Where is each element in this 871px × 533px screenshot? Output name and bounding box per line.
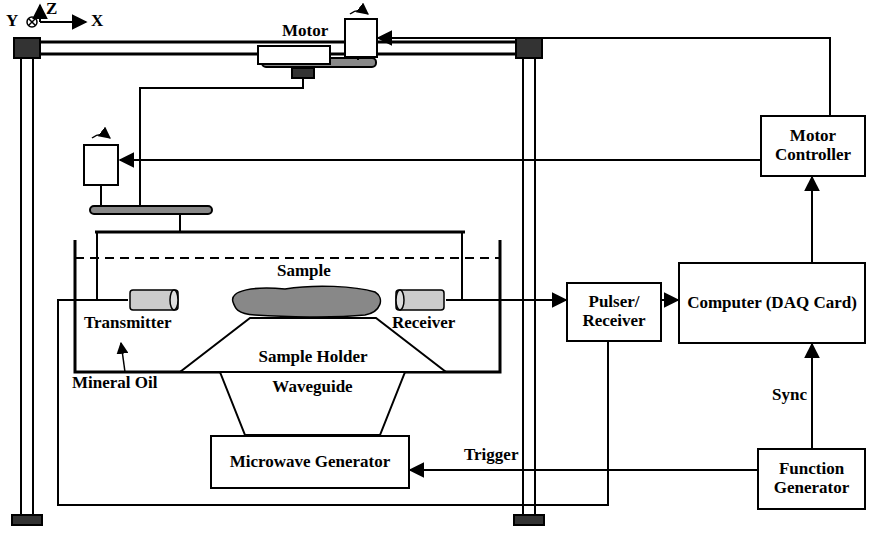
part-label: Transmitter (84, 314, 172, 333)
part-shape (225, 284, 385, 318)
part-shape (344, 18, 378, 58)
axis-label: Y (6, 12, 18, 31)
axis-label: Z (46, 0, 57, 19)
signal-line (811, 177, 813, 262)
scanner-stage (84, 11, 465, 301)
oil-tank (75, 240, 500, 372)
box-text: Pulser/ Receiver (574, 293, 654, 330)
part-shape (394, 288, 446, 312)
signal-line (378, 38, 830, 115)
signal-line (446, 299, 566, 301)
gantry-frame (12, 38, 544, 525)
apparatus-part: Transmitter (84, 288, 184, 338)
process-box: Motor Controller (760, 115, 866, 177)
process-box: Pulser/ Receiver (566, 282, 662, 342)
apparatus-part: Sample Holder (180, 318, 446, 372)
process-box: Microwave Generator (210, 435, 410, 489)
apparatus-part: Motor (282, 16, 378, 60)
box-text: Motor Controller (768, 127, 858, 164)
part-label: Sample Holder (180, 348, 446, 367)
process-box: Computer (DAQ Card) (678, 262, 866, 344)
part-shape (128, 288, 180, 312)
signal-line (58, 300, 608, 505)
part-label: Waveguide (200, 378, 425, 397)
process-box: Function Generator (757, 448, 866, 510)
part-label: Motor (282, 22, 328, 41)
apparatus-part: Waveguide (200, 372, 425, 435)
signal-line (410, 469, 757, 471)
part-label: Sample (277, 262, 331, 281)
part-label: Mineral Oil (72, 374, 157, 393)
signal-line (662, 299, 678, 301)
signal-line (811, 344, 813, 448)
edge-label: Trigger (462, 446, 520, 465)
motor-wire (120, 159, 760, 161)
apparatus-part: Sample (225, 262, 385, 320)
edge-label: Sync (770, 386, 809, 405)
part-label: Receiver (392, 314, 455, 333)
box-text: Computer (DAQ Card) (687, 294, 857, 313)
box-text: Microwave Generator (230, 453, 391, 472)
axis-label: X (91, 12, 103, 31)
apparatus-part: Receiver (386, 288, 470, 338)
box-text: Function Generator (765, 460, 858, 497)
